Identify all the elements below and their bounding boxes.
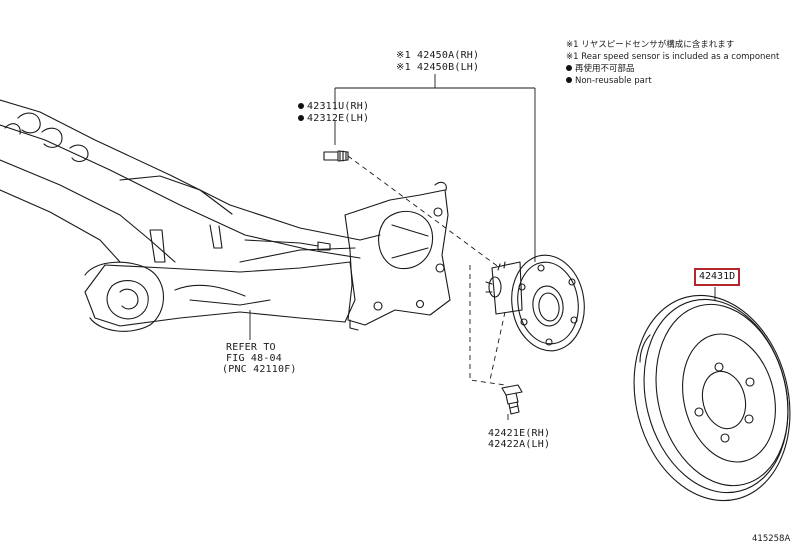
leader-hub-label (334, 74, 536, 262)
non-reusable-dot-icon (298, 103, 304, 109)
hub-bolt (501, 384, 523, 415)
non-reusable-dot-icon (566, 65, 572, 71)
note-jp-non-reusable: 再使用不可部品 (566, 64, 635, 74)
part-label-bolt-rh[interactable]: 42421E(RH) (488, 428, 551, 439)
part-label-bolt-lh[interactable]: 42422A(LH) (488, 439, 551, 450)
part-label-hub-rh[interactable]: ※1 42450A(RH) (396, 50, 480, 61)
note-en-non-reusable: Non-reusable part (566, 76, 652, 86)
brake-drum (633, 294, 791, 502)
rear-axle-beam (0, 99, 451, 332)
assembly-dashed-line (347, 155, 506, 386)
part-label-stud-lh[interactable]: 42312E(LH) (298, 113, 369, 124)
part-label-stud-lh-text: 42312E(LH) (307, 113, 370, 124)
refer-line-3: (PNC 42110F) (222, 364, 297, 375)
note-en-speed-sensor: ※1 Rear speed sensor is included as a co… (566, 52, 780, 62)
part-label-hub-lh[interactable]: ※1 42450B(LH) (396, 62, 480, 73)
non-reusable-dot-icon (298, 115, 304, 121)
non-reusable-dot-icon (566, 77, 572, 83)
hub-stud (323, 150, 349, 162)
note-jp-speed-sensor: ※1 リヤスピードセンサが構成に含まれます (566, 40, 735, 50)
refer-line-1[interactable]: REFER TO (226, 342, 276, 353)
part-label-stud-rh-text: 42311U(RH) (307, 101, 370, 112)
refer-line-2[interactable]: FIG 48-04 (226, 353, 282, 364)
note-en-non-reusable-text: Non-reusable part (575, 76, 652, 86)
part-label-drum[interactable]: 42431D (694, 268, 741, 286)
note-jp-non-reusable-text: 再使用不可部品 (575, 64, 635, 74)
figure-code: 415258A (752, 534, 791, 544)
part-label-stud-rh[interactable]: 42311U(RH) (298, 101, 369, 112)
hub-bearing-assembly (485, 254, 585, 352)
